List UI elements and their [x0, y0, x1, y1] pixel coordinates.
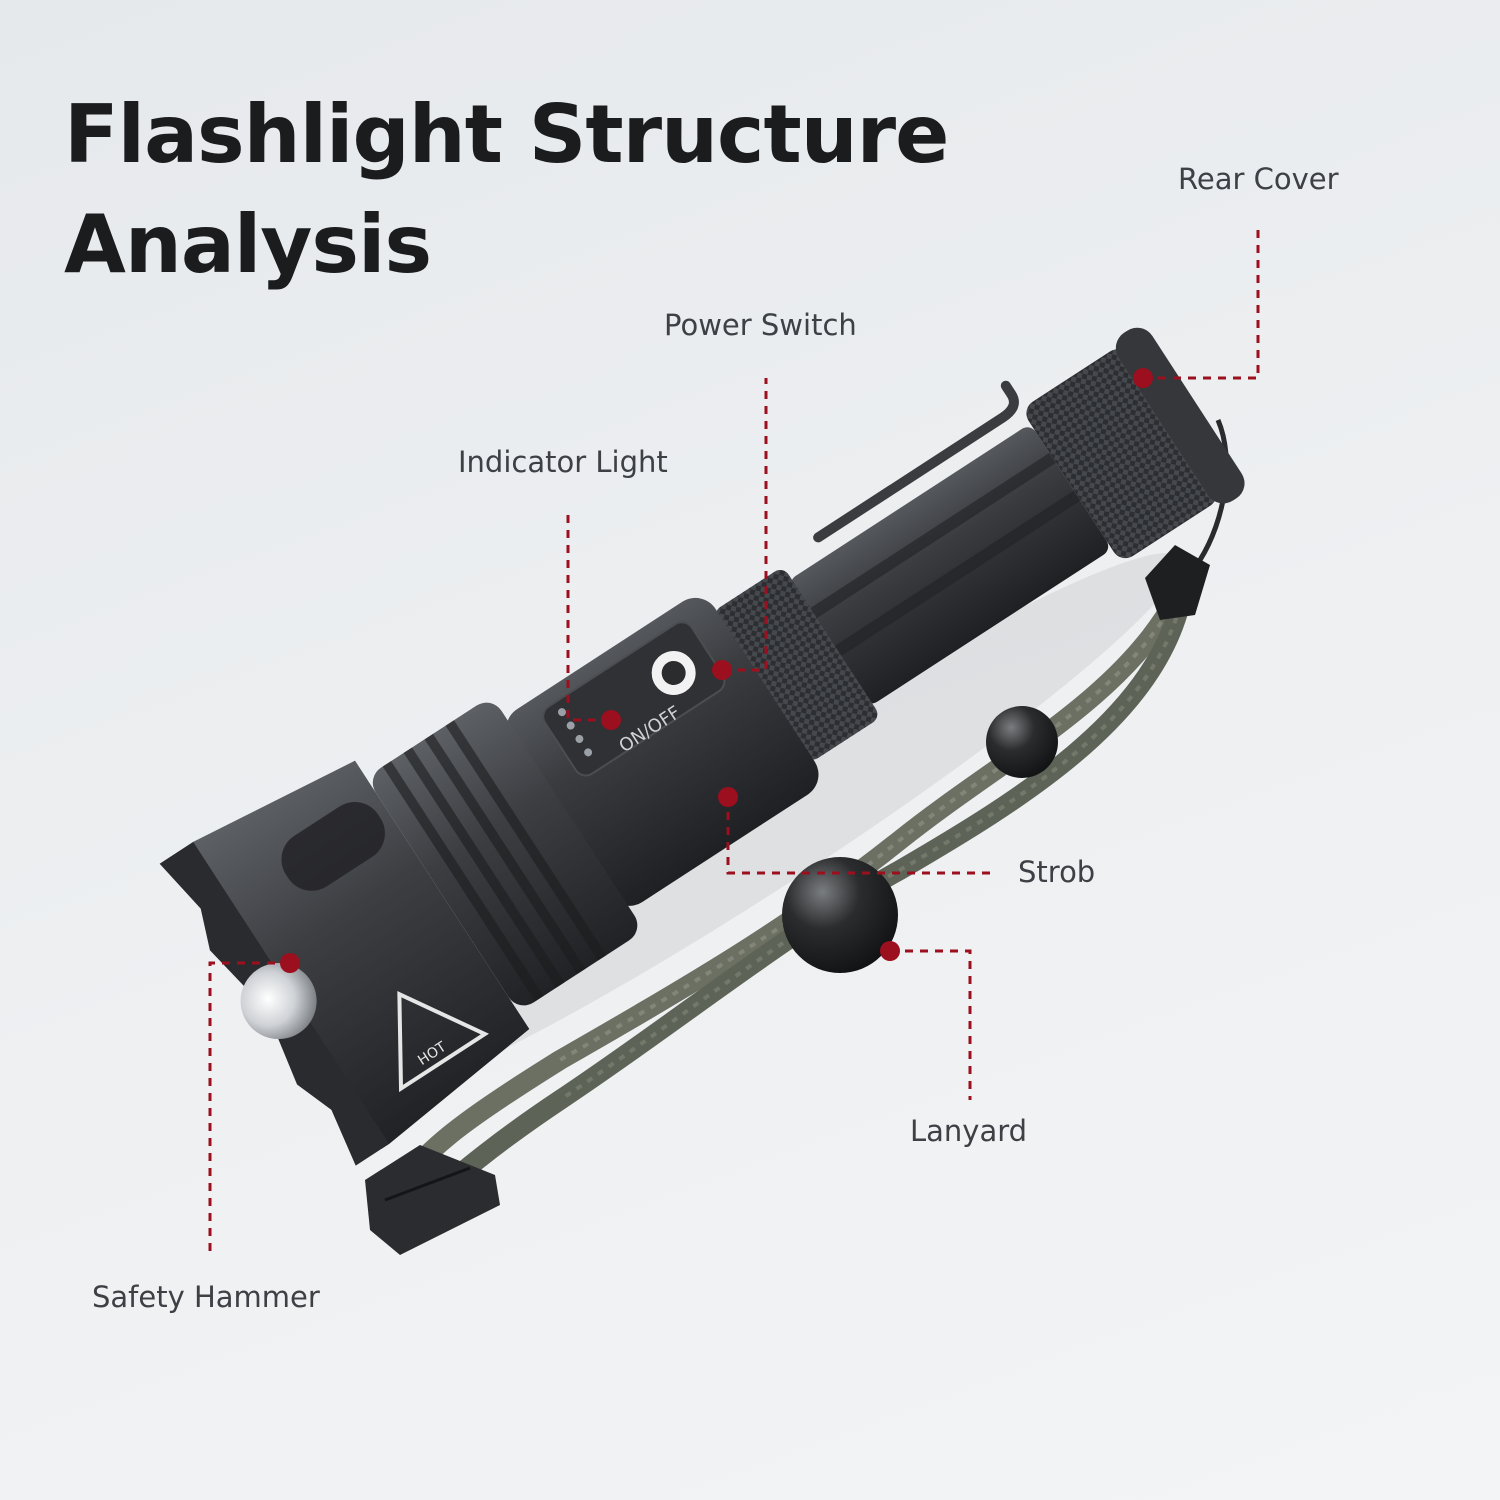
dot-rear-cover: [1133, 368, 1153, 388]
lens: [240, 963, 317, 1040]
dot-lanyard: [880, 941, 900, 961]
label-power-switch: Power Switch: [664, 308, 857, 342]
label-lanyard: Lanyard: [910, 1114, 1028, 1148]
leader-lanyard: [890, 949, 972, 1100]
label-strob: Strob: [1018, 855, 1096, 889]
page-title-line1: Flashlight Structure: [64, 88, 949, 181]
leader-lines: [208, 225, 1260, 1255]
label-rear-cover: Rear Cover: [1178, 162, 1339, 196]
dot-safety-hammer: [280, 953, 300, 973]
label-safety-hammer: Safety Hammer: [92, 1280, 320, 1314]
page-title: Flashlight Structure Analysis: [64, 80, 949, 300]
cord-end-bottom: [365, 1145, 500, 1255]
leader-safety-hammer: [208, 961, 290, 1255]
rear-cap: [1026, 349, 1217, 559]
dot-power-switch: [712, 660, 732, 680]
callout-dots: [280, 368, 1153, 973]
mid-knurl-ring: [715, 569, 878, 760]
label-indicator-light: Indicator Light: [458, 445, 668, 479]
pocket-clip: [813, 380, 1019, 543]
lanyard: [365, 419, 1229, 1255]
dot-strob: [718, 787, 738, 807]
cord-lock-top: [1145, 545, 1210, 620]
lanyard-bead-large: [782, 857, 898, 973]
leader-indicator-light: [566, 510, 611, 722]
bezel: [191, 760, 530, 1144]
dot-indicator-light: [601, 710, 621, 730]
flashlight: ON/OFF HOT: [159, 327, 1245, 1166]
switch-body: [506, 597, 819, 906]
page-title-line2: Analysis: [64, 198, 432, 291]
lanyard-bead-small: [986, 706, 1058, 778]
leader-strob: [726, 797, 995, 875]
leader-rear-cover: [1143, 225, 1260, 380]
